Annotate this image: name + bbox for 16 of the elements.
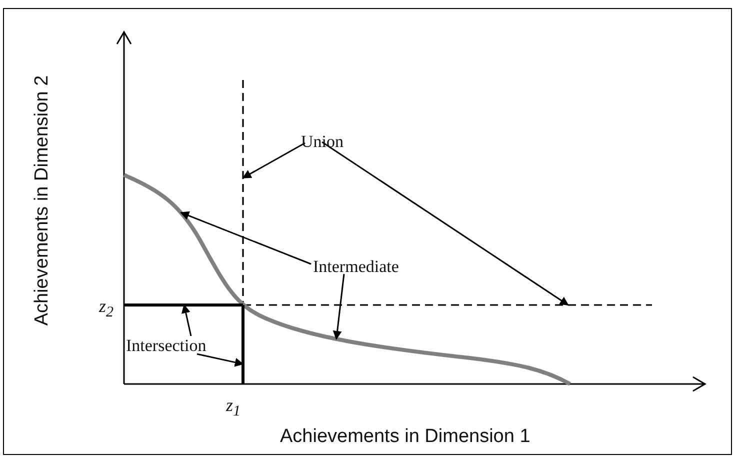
tick-label: z$_{1}$: [226, 396, 241, 420]
leader-arrow: [332, 274, 345, 340]
dashed-vertical-line: [242, 80, 244, 305]
axis-title: Achievements in Dimension 2: [32, 74, 52, 326]
union-label: Union: [301, 133, 344, 150]
intermediate-label: Intermediate: [313, 258, 399, 275]
tick-label: z$_{2}$: [99, 297, 114, 321]
axis-title: Achievements in Dimension 1: [280, 427, 530, 446]
leader-arrow: [181, 304, 192, 336]
dashed-horizontal-line: [243, 304, 652, 306]
leader-arrow: [322, 141, 569, 306]
leader-arrow: [196, 353, 244, 367]
intersection-label: Intersection: [126, 337, 206, 354]
curve: [123, 173, 571, 386]
leader-arrow: [242, 142, 306, 179]
leader-arrow: [180, 211, 312, 265]
